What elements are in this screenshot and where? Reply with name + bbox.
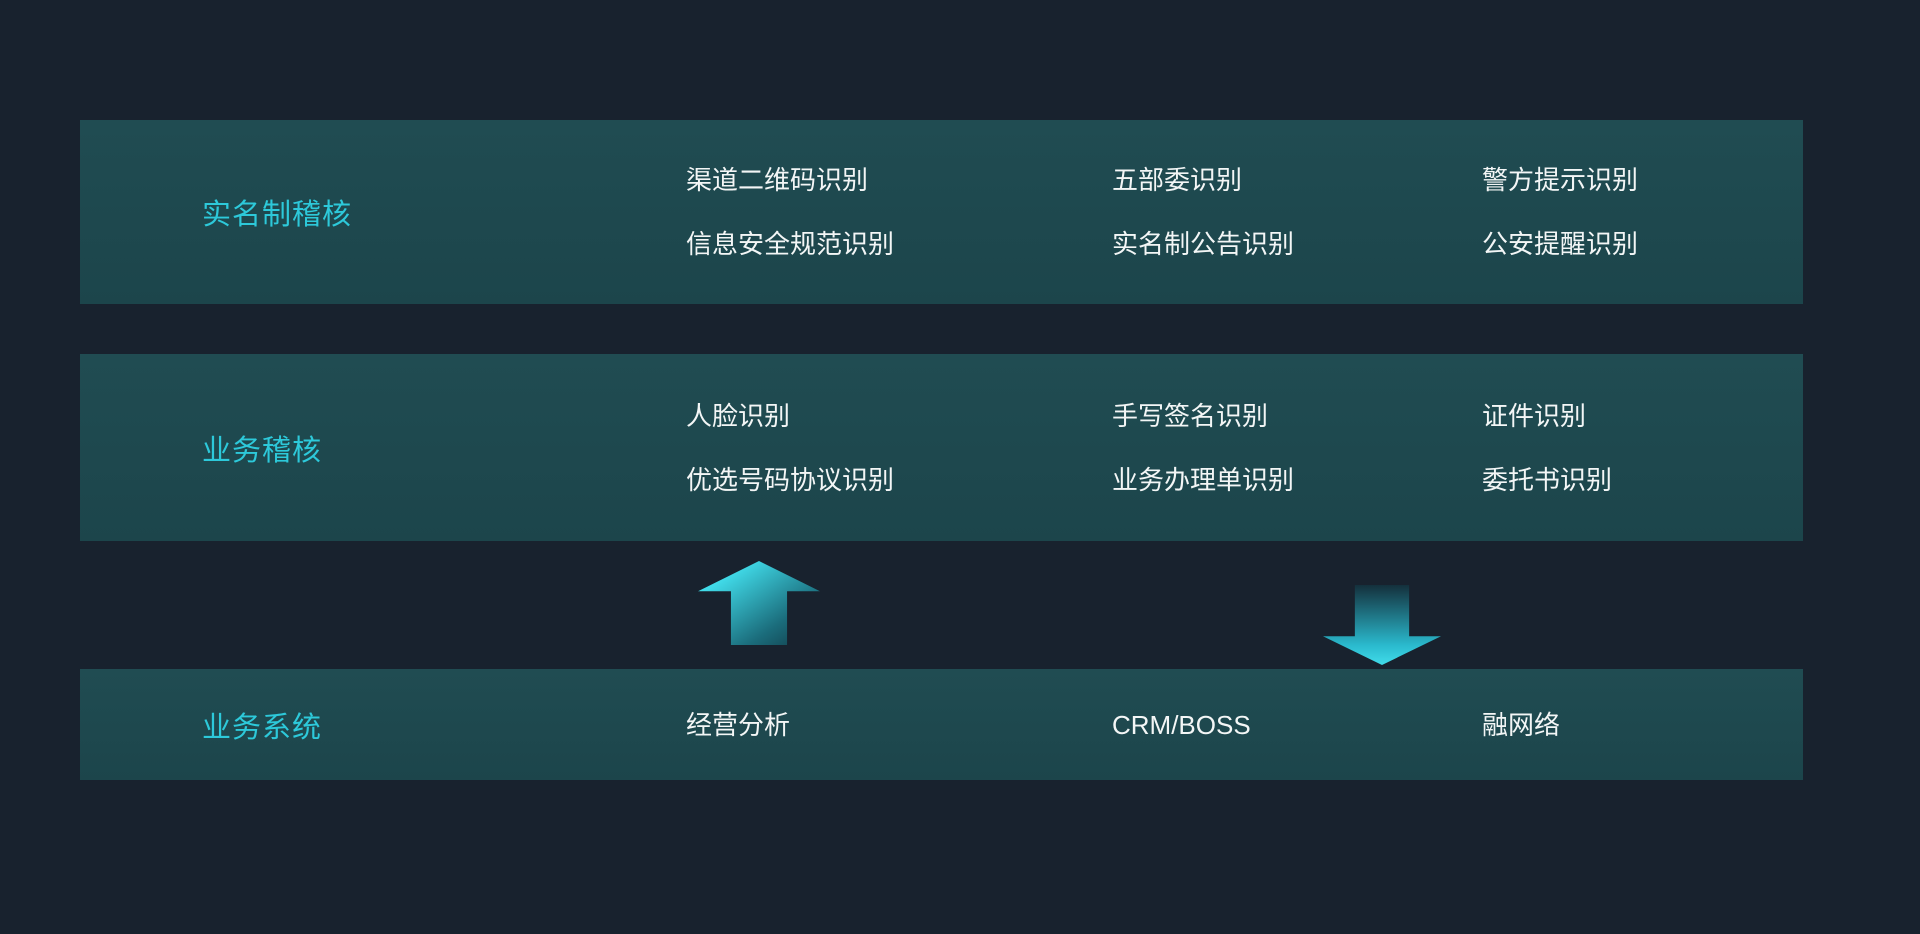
panel-realname-audit-column-1: 渠道二维码识别 信息安全规范识别: [686, 120, 894, 304]
panel-business-audit-column-3: 证件识别 委托书识别: [1482, 354, 1612, 541]
panel-business-audit-column-1: 人脸识别 优选号码协议识别: [686, 354, 894, 541]
system-item: 融网络: [1482, 709, 1561, 740]
panel-business-audit: 业务稽核 人脸识别 优选号码协议识别 手写签名识别 业务办理单识别 证件识别 委…: [80, 354, 1803, 541]
audit-item: 渠道二维码识别: [686, 165, 869, 195]
panel-business-audit-column-2: 手写签名识别 业务办理单识别: [1112, 354, 1294, 541]
system-item: 经营分析: [686, 709, 791, 740]
audit-item: 业务办理单识别: [1112, 464, 1295, 495]
system-item: CRM/BOSS: [1112, 709, 1251, 740]
panel-business-systems-column-3: 融网络: [1482, 669, 1560, 780]
panel-business-systems-column-2: CRM/BOSS: [1112, 669, 1251, 780]
audit-item: 公安提醒识别: [1482, 229, 1639, 259]
panel-business-systems-label: 业务系统: [202, 711, 323, 744]
audit-item: 实名制公告识别: [1112, 229, 1295, 259]
panel-business-audit-label: 业务稽核: [202, 434, 323, 467]
panel-business-systems: 业务系统 经营分析 CRM/BOSS 融网络: [80, 669, 1803, 780]
block-arrow-up-icon: [698, 561, 820, 645]
panel-realname-audit: 实名制稽核 渠道二维码识别 信息安全规范识别 五部委识别 实名制公告识别 警方提…: [80, 120, 1803, 304]
panel-realname-audit-column-2: 五部委识别 实名制公告识别: [1112, 120, 1294, 304]
audit-item: 证件识别: [1482, 400, 1587, 431]
audit-item: 人脸识别: [686, 400, 791, 431]
panel-realname-audit-column-3: 警方提示识别 公安提醒识别: [1482, 120, 1638, 304]
audit-item: 信息安全规范识别: [686, 229, 895, 259]
audit-item: 优选号码协议识别: [686, 464, 895, 495]
audit-item: 五部委识别: [1112, 165, 1243, 195]
panel-realname-audit-label: 实名制稽核: [202, 199, 353, 231]
audit-item: 手写签名识别: [1112, 400, 1269, 431]
audit-item: 委托书识别: [1482, 464, 1613, 495]
block-arrow-down-icon: [1323, 585, 1441, 665]
audit-item: 警方提示识别: [1482, 165, 1639, 195]
panel-business-systems-column-1: 经营分析: [686, 669, 790, 780]
